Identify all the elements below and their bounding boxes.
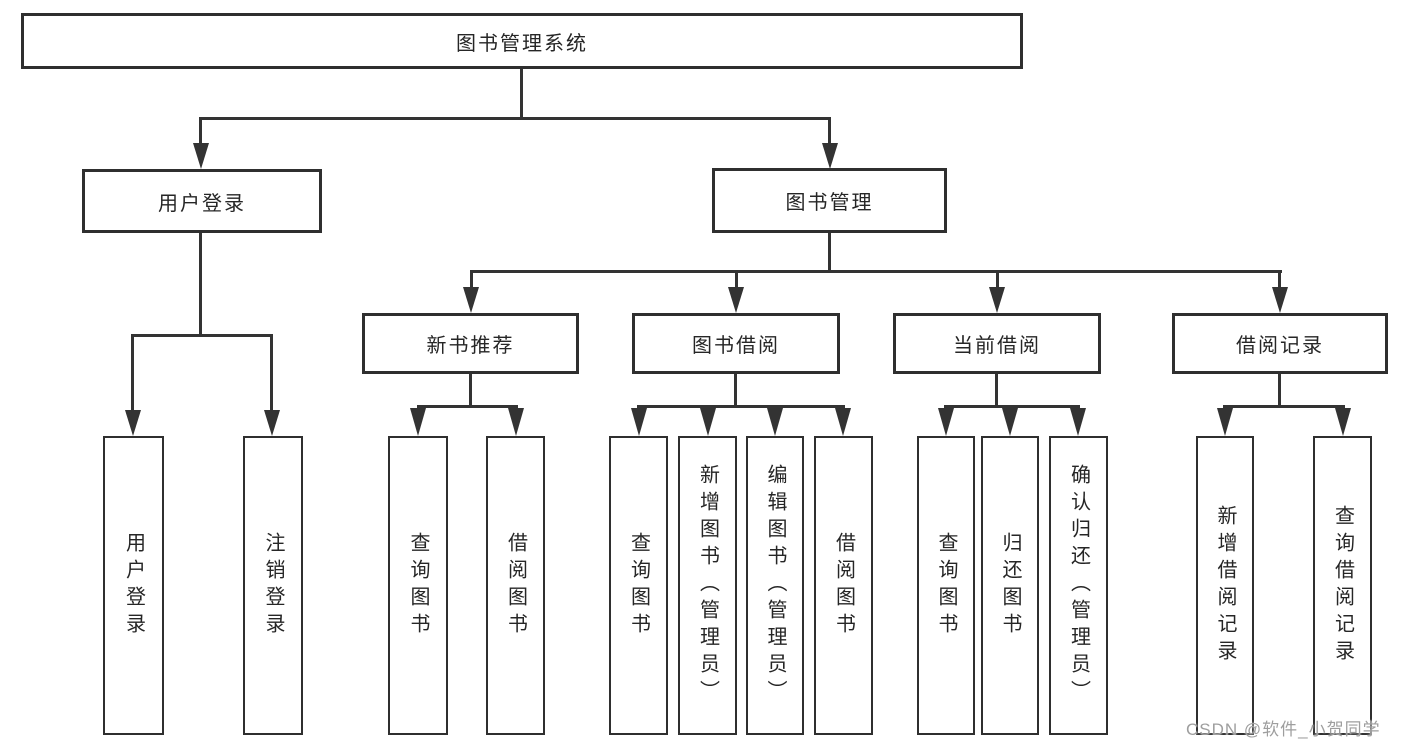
arrow-down-icon <box>1272 287 1288 313</box>
node-add-borrow-record: 新增借阅记录 <box>1196 436 1254 735</box>
connector-line <box>131 334 273 337</box>
arrow-down-icon <box>631 408 647 436</box>
arrow-down-icon <box>463 287 479 313</box>
node-label: 确认归还（管理员） <box>1067 464 1090 707</box>
connector-line <box>470 270 473 290</box>
node-label: 新增图书（管理员） <box>696 464 719 707</box>
arrow-down-icon <box>728 287 744 313</box>
arrow-down-icon <box>822 143 838 169</box>
arrow-down-icon <box>125 410 141 436</box>
connector-line <box>470 270 1282 273</box>
node-user-login: 用户登录 <box>82 169 322 233</box>
node-label: 借阅图书 <box>504 531 527 640</box>
node-label: 图书管理系统 <box>456 32 588 55</box>
arrow-down-icon <box>264 410 280 436</box>
node-library-system: 图书管理系统 <box>21 13 1023 69</box>
node-borrow-books-2: 借阅图书 <box>814 436 873 735</box>
node-label: 新增借阅记录 <box>1214 504 1236 667</box>
node-label: 借阅记录 <box>1236 335 1324 357</box>
connector-line <box>199 233 202 334</box>
connector-line <box>1278 270 1281 290</box>
node-label: 用户登录 <box>158 192 246 215</box>
connector-line <box>417 405 518 408</box>
node-label: 借阅图书 <box>832 531 855 640</box>
node-book-borrowing: 图书借阅 <box>632 313 840 374</box>
node-label: 查询图书 <box>935 531 957 640</box>
connector-line <box>828 117 831 145</box>
node-label: 图书管理 <box>785 192 874 214</box>
arrow-down-icon <box>989 287 1005 313</box>
connector-line <box>131 334 134 410</box>
connector-line <box>199 117 831 120</box>
node-edit-books-admin: 编辑图书（管理员） <box>746 436 804 735</box>
connector-line <box>637 405 845 408</box>
arrow-down-icon <box>1070 408 1086 436</box>
node-label: 查询图书 <box>627 531 650 640</box>
node-return-books: 归还图书 <box>981 436 1039 735</box>
connector-line <box>734 374 737 407</box>
node-label: 用户登录 <box>122 531 145 640</box>
node-label: 图书借阅 <box>692 335 780 357</box>
node-confirm-return-admin: 确认归还（管理员） <box>1049 436 1108 735</box>
connector-line <box>996 270 999 290</box>
node-query-borrow-record: 查询借阅记录 <box>1313 436 1372 735</box>
node-label: 编辑图书（管理员） <box>764 464 786 707</box>
connector-line <box>735 270 738 290</box>
node-label: 新书推荐 <box>426 335 515 357</box>
connector-line <box>270 334 273 410</box>
watermark: CSDN @软件_小贺同学 <box>1186 720 1381 739</box>
arrow-down-icon <box>938 408 954 436</box>
node-label: 查询借阅记录 <box>1331 504 1354 667</box>
connector-line <box>1278 374 1281 407</box>
arrow-down-icon <box>1002 408 1018 436</box>
arrow-down-icon <box>508 408 524 436</box>
node-user-login-leaf: 用户登录 <box>103 436 164 735</box>
node-label: 查询图书 <box>407 531 429 640</box>
node-logout: 注销登录 <box>243 436 303 735</box>
node-label: 当前借阅 <box>953 335 1041 357</box>
node-label: 注销登录 <box>262 531 284 640</box>
arrow-down-icon <box>767 408 783 436</box>
node-query-books-1: 查询图书 <box>388 436 448 735</box>
node-query-books-2: 查询图书 <box>609 436 668 735</box>
arrow-down-icon <box>835 408 851 436</box>
connector-line <box>520 69 523 117</box>
connector-line <box>1223 405 1345 408</box>
arrow-down-icon <box>700 408 716 436</box>
connector-line <box>828 233 831 273</box>
node-book-management: 图书管理 <box>712 168 947 233</box>
node-borrowing-records: 借阅记录 <box>1172 313 1388 374</box>
arrow-down-icon <box>1335 408 1351 436</box>
connector-line <box>995 374 998 407</box>
connector-line <box>469 374 472 407</box>
arrow-down-icon <box>193 143 209 169</box>
node-new-book-recommend: 新书推荐 <box>362 313 579 374</box>
node-add-books-admin: 新增图书（管理员） <box>678 436 737 735</box>
node-current-borrowing: 当前借阅 <box>893 313 1101 374</box>
node-query-books-3: 查询图书 <box>917 436 975 735</box>
connector-line <box>199 117 202 145</box>
arrow-down-icon <box>1217 408 1233 436</box>
connector-line <box>944 405 1080 408</box>
node-borrow-books-1: 借阅图书 <box>486 436 545 735</box>
arrow-down-icon <box>410 408 426 436</box>
node-label: 归还图书 <box>999 531 1021 640</box>
